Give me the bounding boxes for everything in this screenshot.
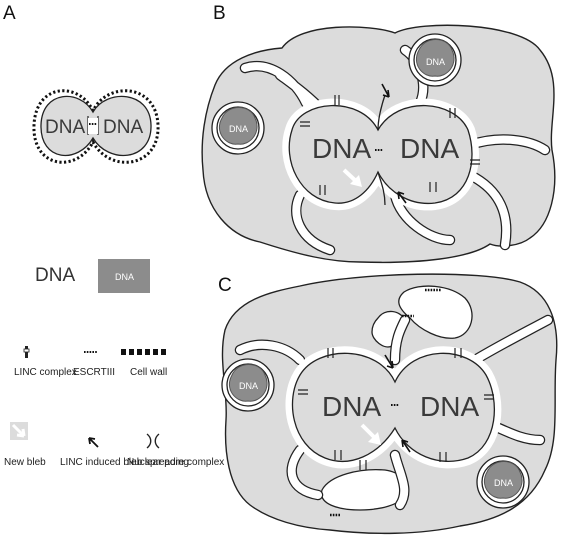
organelle-c-left: DNA — [221, 358, 275, 412]
legend-dna-swatch — [98, 259, 150, 293]
linc-complexes-c — [298, 348, 494, 470]
legend-linc-icon — [23, 346, 30, 358]
organelle-dna-label: DNA — [239, 381, 258, 391]
linc-spreading-arrow-icon — [401, 439, 411, 453]
panel-a-nucleus: DNA DNA — [32, 89, 160, 164]
organelle-b-left: DNA — [211, 101, 265, 155]
bleb-top — [398, 285, 473, 339]
legend-nuclear-pore-label: Nuclear pore complex — [127, 457, 224, 468]
organelle-dna-label: DNA — [494, 478, 513, 488]
escrt-markers-c — [330, 288, 441, 517]
linc-spreading-arrow-icon — [381, 83, 390, 98]
panel-c-cell: DNA DNA DNA DNA — [221, 273, 558, 535]
dna-label-a-left: DNA — [45, 117, 85, 138]
panel-b-cell: DNA DNA DNA DNA — [201, 24, 556, 264]
legend-cell-wall-label: Cell wall — [130, 367, 167, 378]
legend-new-bleb-label: New bleb — [4, 457, 46, 468]
linc-complexes-b — [300, 95, 480, 195]
linc-spreading-arrow-icon — [88, 437, 99, 448]
cytoplasm-channels-b — [239, 44, 551, 256]
organelle-dna-label: DNA — [229, 124, 248, 134]
organelle-c-right: DNA — [476, 455, 530, 509]
legend-escrt-label: ESCRTIII — [73, 367, 115, 378]
dna-label-a-right: DNA — [103, 117, 143, 138]
legend-linc-label: LINC complex — [14, 367, 77, 378]
legend-linc-spreading-label: LINC induced bleb spreading — [60, 457, 189, 468]
dna-label-b-left: DNA — [312, 133, 371, 164]
cell-wall-dotted — [32, 89, 160, 164]
linc-spreading-arrow-icon — [384, 354, 394, 369]
new-bleb-arrow-icon — [11, 423, 26, 438]
legend-dna-swatch-text: DNA — [115, 272, 134, 282]
panel-label-a: A — [3, 3, 16, 24]
legend: DNA DNA LINC complex ESCRTIII Cell wall … — [4, 259, 224, 468]
organelle-b-right: DNA — [408, 33, 462, 87]
legend-nuclear-pore-icon — [146, 433, 160, 449]
dna-label-b-right: DNA — [400, 133, 459, 164]
linc-spreading-arrow-icon — [397, 191, 407, 204]
dna-label-c-left: DNA — [322, 391, 381, 422]
legend-dna-text: DNA — [35, 265, 75, 286]
organelle-dna-label: DNA — [426, 57, 445, 67]
nucleus-c — [291, 352, 495, 462]
panel-label-c: C — [218, 275, 232, 296]
panel-label-b: B — [213, 3, 226, 24]
cytoplasm-channels-c — [234, 314, 554, 511]
dna-label-c-right: DNA — [420, 391, 479, 422]
